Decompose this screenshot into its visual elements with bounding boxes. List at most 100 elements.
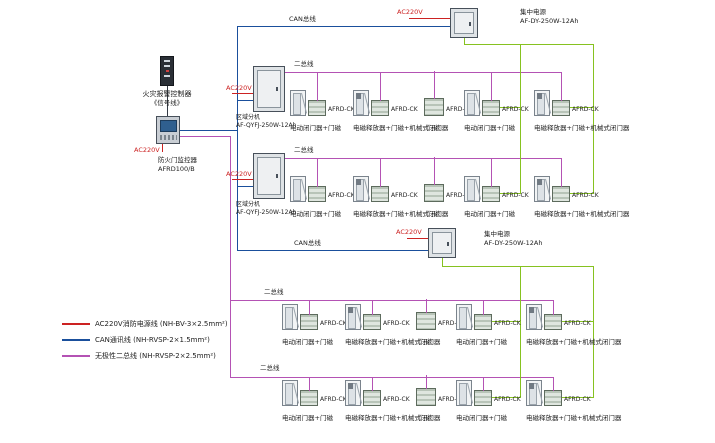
device-group: AFRD-CK 电动闭门器+门磁 xyxy=(282,301,360,346)
device-description: 电磁释放器+门磁+机械式闭门器 xyxy=(345,414,441,422)
central-power-model: AF-DY-250W-12Ah xyxy=(520,16,579,25)
device-icons: AFRD-CK xyxy=(456,377,534,406)
two-wire-drop-line xyxy=(426,299,427,313)
device-group: AFRD-CB 门磁 xyxy=(424,157,502,218)
device-group: AFRD-CK 电磁释放器+门磁+机械式闭门器 xyxy=(534,159,629,218)
monitor-name: 防火门监控器 xyxy=(158,156,197,164)
legend-label: CAN通讯线 (NH-RVSP-2×1.5mm²) xyxy=(95,336,210,344)
monitor-buttons-icon xyxy=(160,135,177,140)
device-icons: AFRD-CK xyxy=(345,377,423,406)
indicator-light-icon xyxy=(164,65,170,67)
dc-power-line xyxy=(442,266,594,267)
dc-power-line xyxy=(593,44,594,194)
magnet-release-icon xyxy=(356,179,361,185)
device-icons: AFRD-CK xyxy=(534,73,612,116)
regional-unit-name: 区域分机 xyxy=(236,114,261,121)
afrd-module-icon xyxy=(308,73,326,116)
alarm-light-icon xyxy=(165,70,169,72)
device-group: AFRD-CB 门磁 xyxy=(416,299,494,346)
device-group: AFRD-CK 电动闭门器+门磁 xyxy=(464,73,542,132)
module-label: AFRD-CK xyxy=(494,320,521,327)
two-wire-bus-line xyxy=(230,300,554,301)
module-label: AFRD-CK xyxy=(328,106,355,113)
indicator-light-icon xyxy=(164,60,170,62)
legend: AC220V消防电源线 (NH-BV-3×2.5mm²) CAN通讯线 (NH-… xyxy=(62,316,228,364)
monitor-model: AFRD100/B xyxy=(158,164,195,173)
two-wire-drop-line xyxy=(491,73,492,101)
two-wire-drop-line xyxy=(561,73,562,101)
afrd-module-icon xyxy=(300,377,318,406)
two-wire-drop-line xyxy=(483,377,484,391)
fire-door-icon xyxy=(534,176,550,202)
two-wire-bus-label: 二总线 xyxy=(264,288,284,296)
fire-door-icon xyxy=(290,176,306,202)
signal-line-label: 《信号线》 xyxy=(150,99,184,108)
device-icons: AFRD-CK xyxy=(282,377,360,406)
two-wire-bus-line xyxy=(285,72,562,73)
device-description: 电磁释放器+门磁+机械式闭门器 xyxy=(526,414,622,422)
afrd-module-icon xyxy=(544,377,562,406)
module-label: AFRD-CK xyxy=(391,106,418,113)
device-description: 电磁释放器+门磁+机械式闭门器 xyxy=(526,338,622,346)
central-power-label: 集中电源 AF-DY-250W-12Ah xyxy=(520,8,578,26)
can-bus-line xyxy=(237,100,253,101)
fire-door-icon xyxy=(290,90,306,116)
device-group: AFRD-CK 电动闭门器+门磁 xyxy=(464,159,542,218)
fire-door-icon xyxy=(534,90,550,116)
regional-unit-model: AF-QYFJ-250W-12Ah xyxy=(236,122,297,130)
regional-unit-ac-label: AC220V xyxy=(226,84,252,92)
module-label: AFRD-CB xyxy=(438,396,465,403)
can-bus-label: CAN总线 xyxy=(289,15,316,23)
device-icons: AFRD-CK xyxy=(526,301,604,330)
device-group: AFRD-CB 门磁 xyxy=(424,71,502,132)
device-group: AFRD-CK 电磁释放器+门磁+机械式闭门器 xyxy=(353,73,449,132)
regional-unit-label: 区域分机 AF-QYFJ-250W-12Ah xyxy=(236,201,296,217)
device-description: 电磁释放器+门磁+机械式闭门器 xyxy=(353,124,449,132)
can-bus-line xyxy=(237,26,238,251)
can-bus-label: CAN总线 xyxy=(294,239,321,247)
two-wire-bus-label: 二总线 xyxy=(260,364,280,372)
regional-unit-name: 区域分机 xyxy=(236,201,261,208)
module-label: AFRD-CK xyxy=(502,106,529,113)
device-group: AFRD-CK 电动闭门器+门磁 xyxy=(290,159,368,218)
fire-door-icon xyxy=(282,380,298,406)
central-power-ac-label: AC220V xyxy=(396,228,422,236)
module-label: AFRD-CK xyxy=(383,396,410,403)
legend-item-power-line: AC220V消防电源线 (NH-BV-3×2.5mm²) xyxy=(62,316,228,332)
device-icons: AFRD-CB xyxy=(424,71,502,116)
module-label: AFRD-CB xyxy=(446,192,473,199)
power-line xyxy=(409,18,450,19)
fire-door-icon xyxy=(282,304,298,330)
device-description: 电动闭门器+门磁 xyxy=(464,124,515,132)
device-group: AFRD-CK 电磁释放器+门磁+机械式闭门器 xyxy=(345,377,441,422)
dc-power-line xyxy=(520,44,521,194)
two-wire-drop-line xyxy=(372,301,373,315)
device-icons: AFRD-CB xyxy=(416,299,494,330)
power-line xyxy=(407,238,428,239)
regional-unit-ac-label: AC220V xyxy=(226,170,252,178)
dc-power-line xyxy=(500,193,520,194)
two-wire-bus-line xyxy=(285,158,562,159)
two-wire-drop-line xyxy=(372,377,373,391)
regional-unit-label: 区域分机 AF-QYFJ-250W-12Ah xyxy=(236,114,296,130)
device-description: 电动闭门器+门磁 xyxy=(456,414,507,422)
dc-power-line xyxy=(570,107,593,108)
device-group: AFRD-CK 电动闭门器+门磁 xyxy=(456,301,534,346)
afrd-module-icon xyxy=(474,301,492,330)
two-wire-drop-line xyxy=(434,157,435,185)
device-icons: AFRD-CK xyxy=(282,301,360,330)
afrd-module-icon xyxy=(482,159,500,202)
device-description: 电动闭门器+门磁 xyxy=(290,210,341,218)
power-line xyxy=(162,144,163,152)
afrd-module-icon xyxy=(552,159,570,202)
central-power-label: 集中电源 AF-DY-250W-12Ah xyxy=(484,230,542,248)
device-icons: AFRD-CK xyxy=(290,73,368,116)
cabinet-door-icon xyxy=(257,70,281,108)
module-label: AFRD-CK xyxy=(320,320,347,327)
device-group: AFRD-CK 电磁释放器+门磁+机械式闭门器 xyxy=(345,301,440,346)
regional-unit-model: AF-QYFJ-250W-12Ah xyxy=(236,209,297,217)
dc-power-line xyxy=(464,38,465,44)
can-line-swatch-icon xyxy=(62,339,90,341)
device-icons: AFRD-CK xyxy=(353,73,431,116)
central-power-ac-label: AC220V xyxy=(397,8,423,16)
